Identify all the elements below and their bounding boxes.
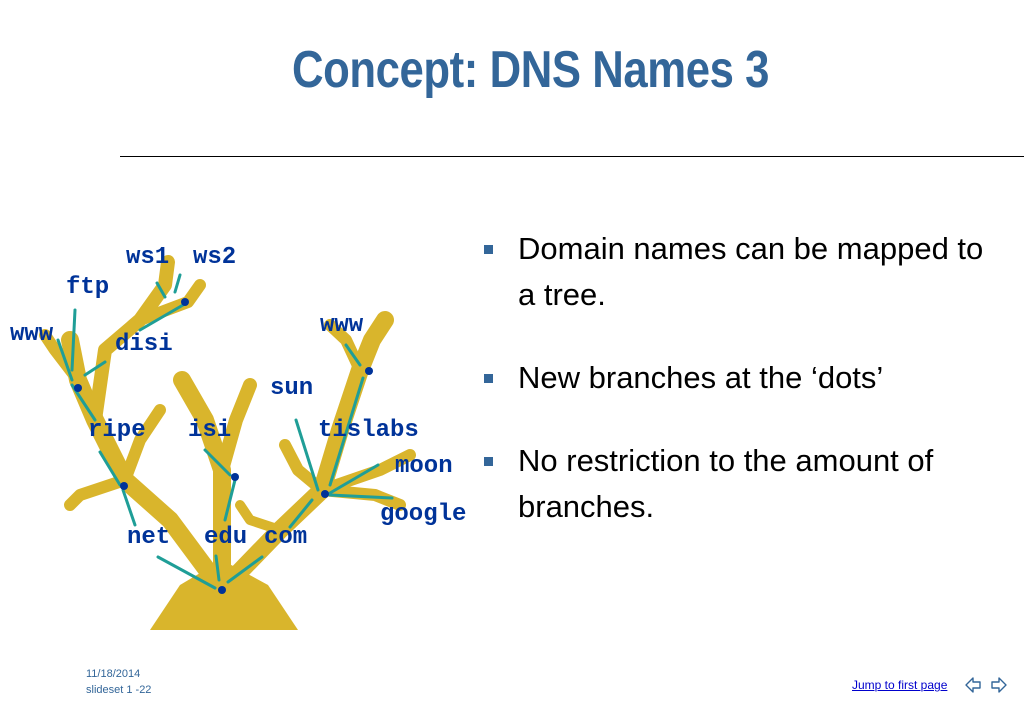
footer-date: 11/18/2014 (86, 668, 141, 680)
label-moon: moon (395, 453, 453, 480)
bullet-item: Domain names can be mapped to a tree. (482, 226, 1002, 318)
label-com: com (264, 524, 307, 551)
arrow-right-icon[interactable] (990, 676, 1008, 694)
label-disi: disi (115, 331, 173, 358)
domain-labels: ws1 ws2 ftp www disi www sun ripe isi ti… (10, 244, 466, 551)
label-tislabs: tislabs (318, 417, 419, 444)
branch-dots (74, 298, 373, 594)
label-sun: sun (270, 375, 313, 402)
title-divider (120, 156, 1024, 157)
jump-to-first-page-link[interactable]: Jump to first page (852, 678, 948, 692)
teal-connectors (56, 273, 394, 590)
label-net: net (127, 524, 170, 551)
footer-slide-number: slideset 1 -22 (86, 684, 152, 696)
label-www-left: www (10, 321, 54, 348)
square-bullet-icon (484, 374, 493, 383)
bullet-item: No restriction to the amount of branches… (482, 438, 1002, 530)
label-ftp: ftp (66, 274, 109, 301)
square-bullet-icon (484, 245, 493, 254)
label-ws1: ws1 (126, 244, 169, 271)
arrow-left-icon[interactable] (964, 676, 982, 694)
slide-title: Concept: DNS Names 3 (292, 41, 770, 99)
square-bullet-icon (484, 457, 493, 466)
label-ripe: ripe (88, 417, 146, 444)
bullet-item: New branches at the ‘dots’ (482, 355, 1002, 401)
dns-tree-diagram: ws1 ws2 ftp www disi www sun ripe isi ti… (10, 244, 466, 630)
bullet-text: Domain names can be mapped to a tree. (518, 231, 984, 312)
label-isi: isi (188, 417, 231, 444)
label-www-right: www (320, 312, 364, 339)
label-ws2: ws2 (193, 244, 236, 271)
bullet-list: Domain names can be mapped to a tree. Ne… (482, 226, 1002, 567)
bullet-text: New branches at the ‘dots’ (518, 360, 884, 395)
label-edu: edu (204, 524, 247, 551)
bullet-text: No restriction to the amount of branches… (518, 443, 934, 524)
label-google: google (380, 501, 466, 528)
